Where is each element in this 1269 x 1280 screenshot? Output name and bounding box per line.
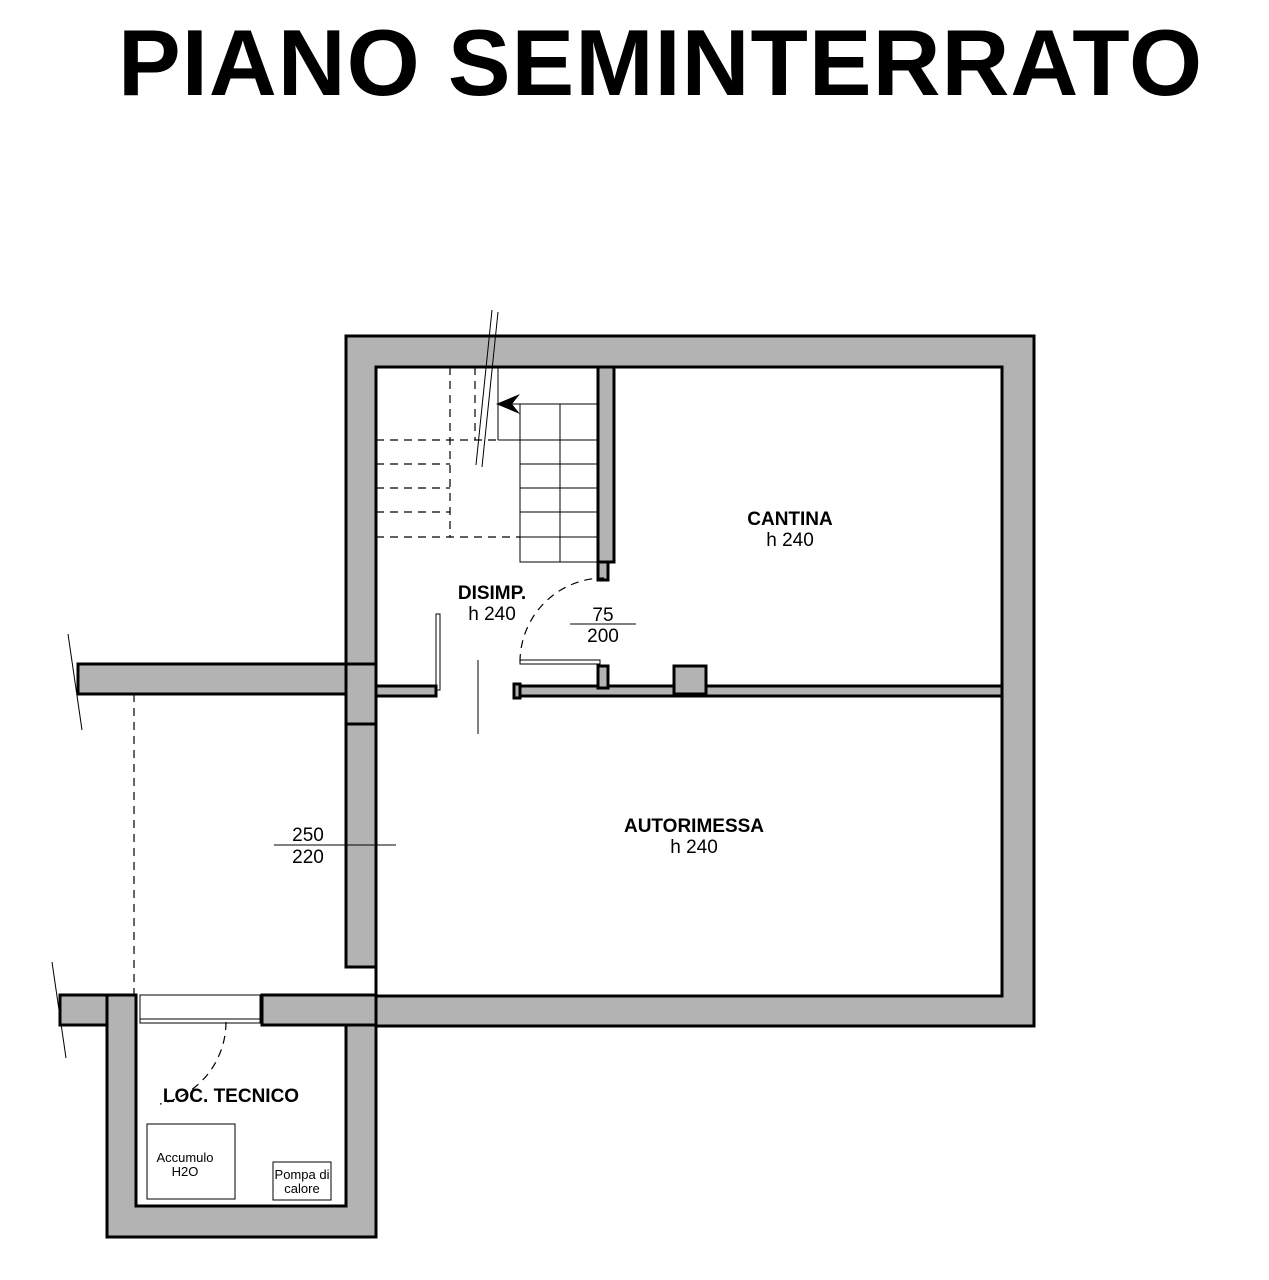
accumulo-label-1: Accumulo bbox=[156, 1150, 213, 1165]
loc-tecnico-walls bbox=[105, 993, 378, 1239]
pillar-garage-top bbox=[344, 662, 378, 726]
wall-door-jamb bbox=[596, 664, 610, 690]
garage-opening bbox=[133, 623, 636, 995]
room-height-cantina: h 240 bbox=[766, 530, 814, 551]
wall-cantina-autorimessa bbox=[518, 684, 1004, 698]
wall-disimp-left bbox=[374, 684, 438, 698]
room-height-autorimessa: h 240 bbox=[670, 837, 718, 858]
wall-stair-end bbox=[596, 560, 610, 582]
door-cantina-height: 200 bbox=[587, 626, 619, 647]
room-name-cantina: CANTINA bbox=[747, 509, 833, 530]
room-name-autorimessa: AUTORIMESSA bbox=[624, 816, 764, 837]
break-marks bbox=[51, 309, 499, 1059]
pompa-label-2: calore bbox=[284, 1181, 319, 1196]
staircase bbox=[376, 367, 599, 563]
outer-wall-left-upper bbox=[76, 662, 378, 726]
wall-segment-bottom-mid bbox=[260, 993, 378, 1027]
heat-pump bbox=[272, 1161, 332, 1201]
garage-opening-height: 220 bbox=[292, 847, 324, 868]
page-title: PIANO SEMINTERRATO bbox=[118, 10, 1204, 115]
room-height-disimp: h 240 bbox=[468, 604, 516, 625]
wall-stair-cantina bbox=[596, 365, 616, 564]
doors bbox=[139, 577, 605, 1105]
stair-arrow-icon bbox=[496, 394, 520, 414]
chimney-block bbox=[672, 664, 708, 696]
room-name-disimp: DISIMP. bbox=[458, 583, 526, 604]
door-cantina-width: 75 bbox=[592, 605, 613, 626]
accumulo-label-2: H2O bbox=[172, 1164, 199, 1179]
room-name-loc-tecnico: LOC. TECNICO bbox=[163, 1086, 299, 1107]
door-stop-left bbox=[512, 682, 522, 700]
garage-opening-width: 250 bbox=[292, 825, 324, 846]
accumulo-tank bbox=[146, 1123, 236, 1200]
pompa-label-1: Pompa di bbox=[275, 1167, 330, 1182]
